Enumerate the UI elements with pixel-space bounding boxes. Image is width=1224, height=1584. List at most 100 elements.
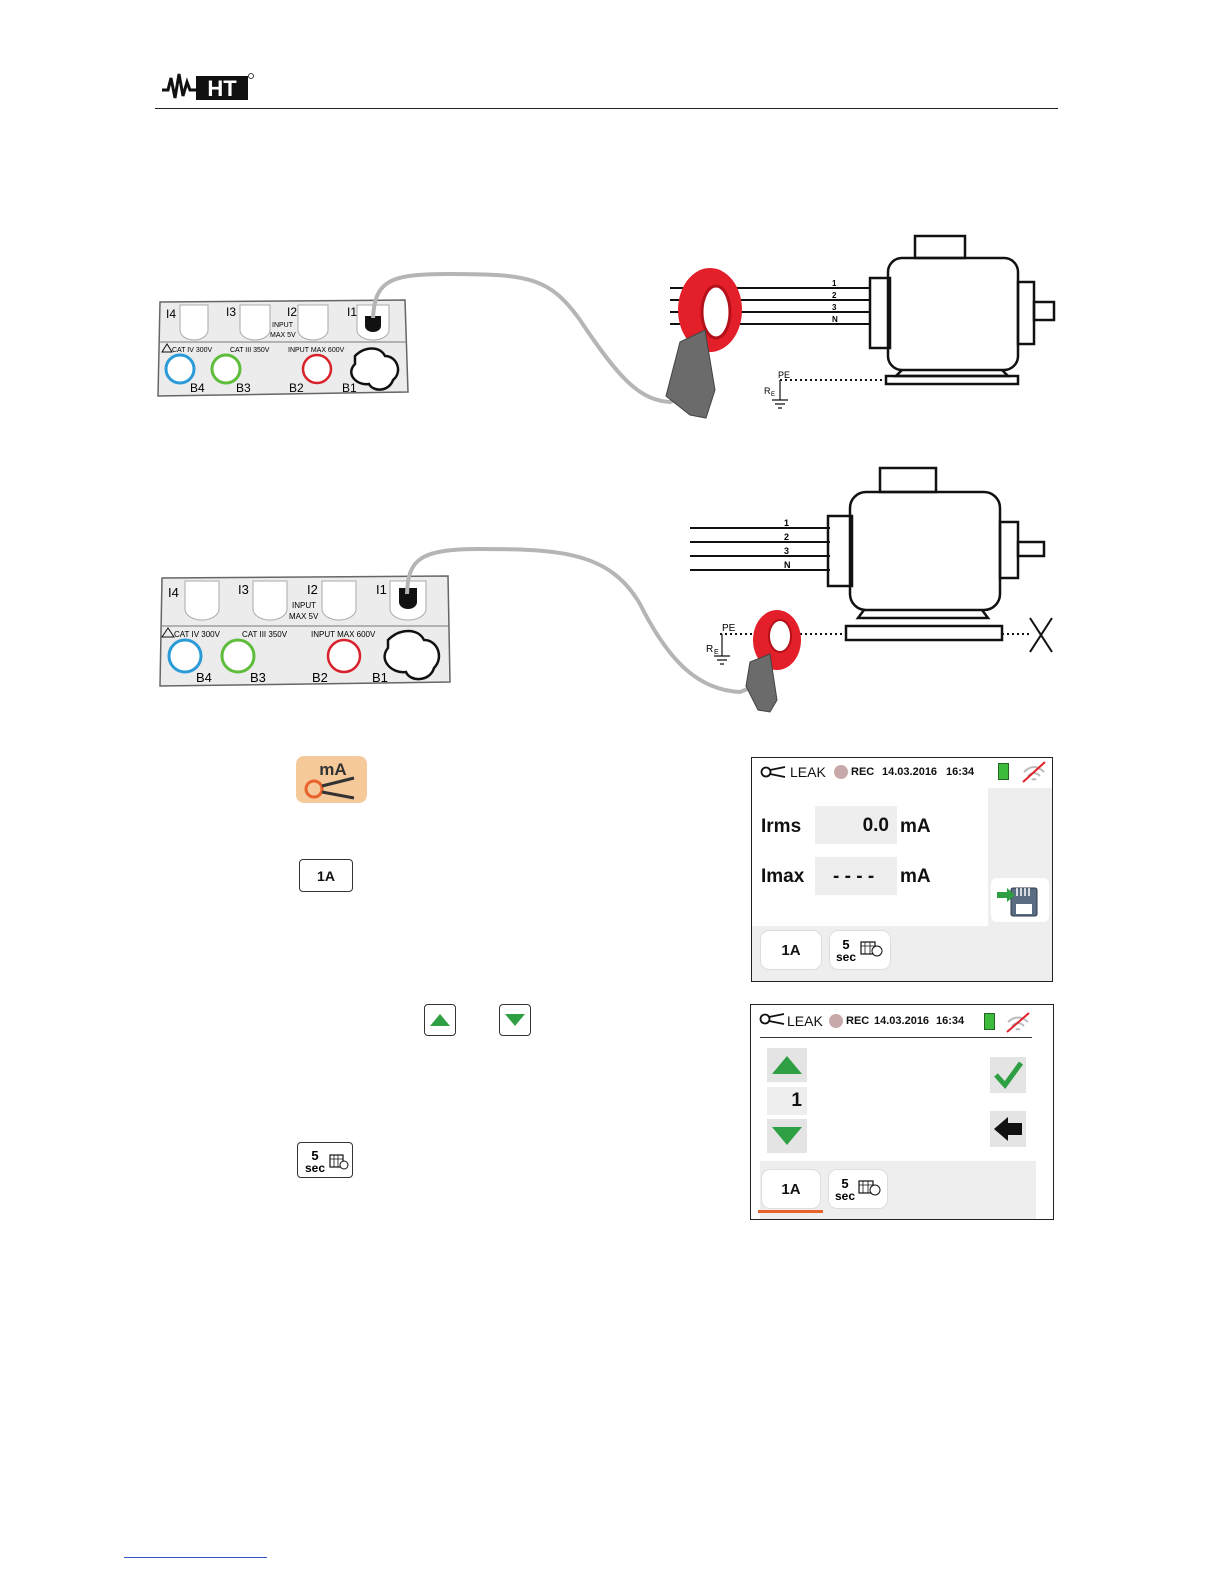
cat-iii-label: CAT III 350V xyxy=(230,347,270,354)
range-1a-button[interactable]: 1A xyxy=(299,859,353,892)
input-label-i3: I3 xyxy=(226,305,236,319)
mode-label: LEAK xyxy=(790,764,826,780)
confirm-button[interactable] xyxy=(990,1057,1026,1093)
cat-iii-label: CAT III 350V xyxy=(242,630,288,639)
input-label-i2: I2 xyxy=(287,305,297,319)
range-1a-button[interactable]: 1A xyxy=(761,931,821,969)
save-button[interactable] xyxy=(991,878,1049,922)
input-max-600-label: INPUT MAX 600V xyxy=(311,630,376,639)
re-label: R xyxy=(764,386,771,396)
motor-icon xyxy=(870,236,1054,384)
input-label-i4: I4 xyxy=(166,307,176,321)
arrow-left-icon xyxy=(990,1111,1026,1147)
imax-unit: mA xyxy=(900,866,931,888)
terminal-label-b4: B4 xyxy=(190,381,205,395)
re-sub-label: E xyxy=(771,392,775,398)
irms-value: 0.0 xyxy=(863,815,889,837)
arrow-up-button[interactable] xyxy=(424,1004,456,1036)
range-1a-label: 1A xyxy=(781,1181,800,1198)
input-label-i2: I2 xyxy=(307,582,318,597)
interval-button[interactable]: 5 sec xyxy=(297,1142,353,1178)
status-bar: LEAK REC 14.03.2016 16:34 xyxy=(752,758,1052,788)
cat-iv-label: CAT IV 300V xyxy=(172,347,213,354)
wifi-off-icon xyxy=(1004,1011,1032,1033)
input-max-label: INPUT xyxy=(272,322,294,329)
arrow-down-button[interactable] xyxy=(767,1119,807,1153)
clamp-connector-icon xyxy=(365,316,381,332)
terminal-b3 xyxy=(222,640,254,672)
disconnect-x-icon xyxy=(1030,618,1052,652)
interval-unit: sec xyxy=(836,950,856,964)
terminal-label-b2: B2 xyxy=(289,381,304,395)
wire-label-1: 1 xyxy=(784,518,789,528)
input-max-600-label: INPUT MAX 600V xyxy=(288,347,345,354)
conductors xyxy=(690,528,830,570)
terminal-b2 xyxy=(328,640,360,672)
range-1a-button[interactable]: 1A xyxy=(762,1170,820,1208)
wire-label-3: 3 xyxy=(832,303,837,312)
terminal-b2 xyxy=(303,355,331,383)
rec-indicator-icon xyxy=(834,765,848,779)
interval-button[interactable]: 5 sec xyxy=(830,931,890,969)
input-max-label: INPUT xyxy=(292,601,316,610)
interval-button[interactable]: 5 sec xyxy=(829,1170,887,1208)
input-max-value: MAX 5V xyxy=(289,612,319,621)
cat-iv-label: CAT IV 300V xyxy=(174,630,221,639)
instrument-screen-range-select: LEAK REC 14.03.2016 16:34 1 1A 5 sec xyxy=(750,1004,1054,1220)
terminal-b4 xyxy=(166,355,194,383)
imax-label: Imax xyxy=(761,866,804,888)
irms-label: Irms xyxy=(761,816,801,838)
arrow-down-icon xyxy=(503,1012,527,1028)
terminal-label-b4: B4 xyxy=(196,670,212,685)
motor-icon xyxy=(828,468,1044,640)
clamp-icon xyxy=(760,764,786,780)
irms-unit: mA xyxy=(900,816,931,838)
rec-indicator-icon xyxy=(829,1014,843,1028)
save-to-card-icon xyxy=(991,878,1049,922)
wire-label-2: 2 xyxy=(784,532,789,542)
input-label-i4: I4 xyxy=(168,585,179,600)
status-bar: LEAK REC 14.03.2016 16:34 xyxy=(751,1005,1053,1035)
wire-label-1: 1 xyxy=(832,279,837,288)
terminal-label-b1: B1 xyxy=(342,381,357,395)
wire-label-3: 3 xyxy=(784,546,789,556)
calendar-clock-icon xyxy=(859,1181,880,1195)
mode-label: LEAK xyxy=(787,1013,823,1029)
wire-label-n: N xyxy=(832,315,838,324)
ma-function-button[interactable]: mA xyxy=(296,756,367,803)
connection-diagram-1: I4 I3 I2 I1 INPUT MAX 5V CAT IV 300V CAT… xyxy=(150,230,1060,425)
terminal-b4 xyxy=(169,640,201,672)
battery-icon xyxy=(998,763,1009,780)
interval-unit: sec xyxy=(305,1161,325,1175)
interval-unit: sec xyxy=(835,1189,855,1203)
range-value: 1 xyxy=(791,1090,802,1112)
imax-value: - - - - xyxy=(833,866,874,888)
calendar-clock-icon xyxy=(861,942,882,956)
ma-label: mA xyxy=(319,760,346,779)
arrow-up-icon xyxy=(428,1012,452,1028)
pe-label: PE xyxy=(778,370,790,380)
date-label: 14.03.2016 xyxy=(882,766,937,778)
selected-indicator xyxy=(758,1210,823,1213)
input-max-value: MAX 5V xyxy=(270,332,296,339)
imax-value-box: - - - - xyxy=(815,857,897,895)
input-label-i1: I1 xyxy=(347,305,357,319)
terminal-label-b3: B3 xyxy=(250,670,266,685)
back-button[interactable] xyxy=(990,1111,1026,1147)
wire-label-n: N xyxy=(784,560,791,570)
arrow-up-button[interactable] xyxy=(767,1048,807,1082)
calendar-clock-icon xyxy=(330,1155,348,1169)
connection-diagram-2: I4 I3 I2 I1 INPUT MAX 5V CAT IV 300V CAT… xyxy=(150,464,1060,714)
range-1a-label: 1A xyxy=(317,868,335,884)
terminal-label-b2: B2 xyxy=(312,670,328,685)
wifi-off-icon xyxy=(1020,760,1048,784)
header-rule xyxy=(155,108,1058,109)
pe-label: PE xyxy=(722,623,736,634)
terminal-b3 xyxy=(212,355,240,383)
arrow-up-icon xyxy=(767,1048,807,1082)
re-sub-label: E xyxy=(714,649,719,656)
irms-value-box: 0.0 xyxy=(815,806,897,844)
arrow-down-button[interactable] xyxy=(499,1004,531,1036)
clamp-icon xyxy=(666,268,742,418)
time-label: 16:34 xyxy=(936,1015,964,1027)
